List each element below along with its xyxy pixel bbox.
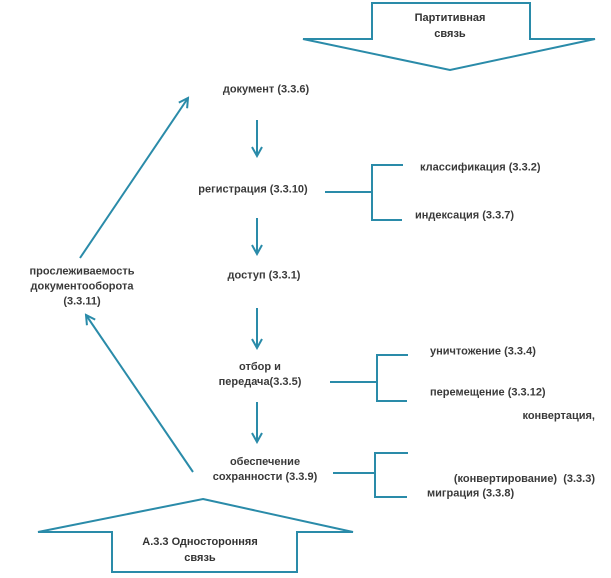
node-indexing: индексация (3.3.7) xyxy=(415,209,514,224)
node-classification: классификация (3.3.2) xyxy=(420,161,541,176)
partitive-banner-line2: связь xyxy=(434,28,466,40)
one-way-arrow-shape xyxy=(37,497,354,573)
node-selection-transfer-line1: отбор и xyxy=(239,361,281,373)
one-way-banner-label: А.3.3 Односторонняя связь xyxy=(142,534,257,566)
node-relocation-label: перемещение (3.3.12) xyxy=(430,386,546,399)
node-registration-label: регистрация (3.3.10) xyxy=(198,183,308,196)
node-indexing-label: индексация (3.3.7) xyxy=(415,209,515,222)
bracket-registration xyxy=(325,164,403,221)
partitive-arrow-shape xyxy=(302,2,596,72)
node-destruction: уничтожение (3.3.4) xyxy=(430,345,536,360)
arrow-preservation-to-traceability xyxy=(86,315,194,473)
node-destruction-label: уничтожение (3.3.4) xyxy=(430,345,536,358)
node-access: доступ (3.3.1) xyxy=(228,269,301,284)
node-selection-transfer: отбор и передача(3.3.5) xyxy=(219,360,302,390)
node-selection-transfer-line2: передача(3.3.5) xyxy=(218,376,302,388)
node-traceability: прослеживаемость документооборота (3.3.1… xyxy=(30,265,135,310)
node-traceability-line2: документооборота xyxy=(30,280,134,293)
node-registration: регистрация (3.3.10) xyxy=(198,183,307,198)
node-preservation: обеспечение сохранности (3.3.9) xyxy=(213,455,318,485)
node-migration-label: миграция (3.3.8) xyxy=(427,487,515,500)
one-way-banner-line2: связь xyxy=(184,552,216,564)
node-access-label: доступ (3.3.1) xyxy=(227,269,301,282)
partitive-banner-label: Партитивная связь xyxy=(415,10,486,42)
node-relocation: перемещение (3.3.12) xyxy=(430,386,546,401)
bracket-selection xyxy=(330,354,408,402)
node-document: документ (3.3.6) xyxy=(223,83,309,98)
node-preservation-line1: обеспечение xyxy=(229,456,301,468)
node-conversion-line2: (конвертирование) (3.3.3) xyxy=(453,473,595,485)
node-preservation-line2: сохранности (3.3.9) xyxy=(212,471,318,483)
arrow-traceability-to-document xyxy=(79,98,188,259)
node-conversion-line1: конвертация, xyxy=(522,410,595,422)
one-way-banner-line1: А.3.3 Односторонняя xyxy=(142,536,258,548)
node-classification-label: классификация (3.3.2) xyxy=(420,161,541,174)
node-document-label: документ (3.3.6) xyxy=(222,83,310,96)
node-traceability-line3: (3.3.11) xyxy=(63,295,101,308)
bracket-preservation xyxy=(333,452,408,498)
node-migration: миграция (3.3.8) xyxy=(427,487,514,502)
partitive-banner-line1: Партитивная xyxy=(414,12,486,24)
node-traceability-line1: прослеживаемость xyxy=(29,265,135,278)
node-conversion: конвертация, (конвертирование) (3.3.3) xyxy=(408,364,595,532)
